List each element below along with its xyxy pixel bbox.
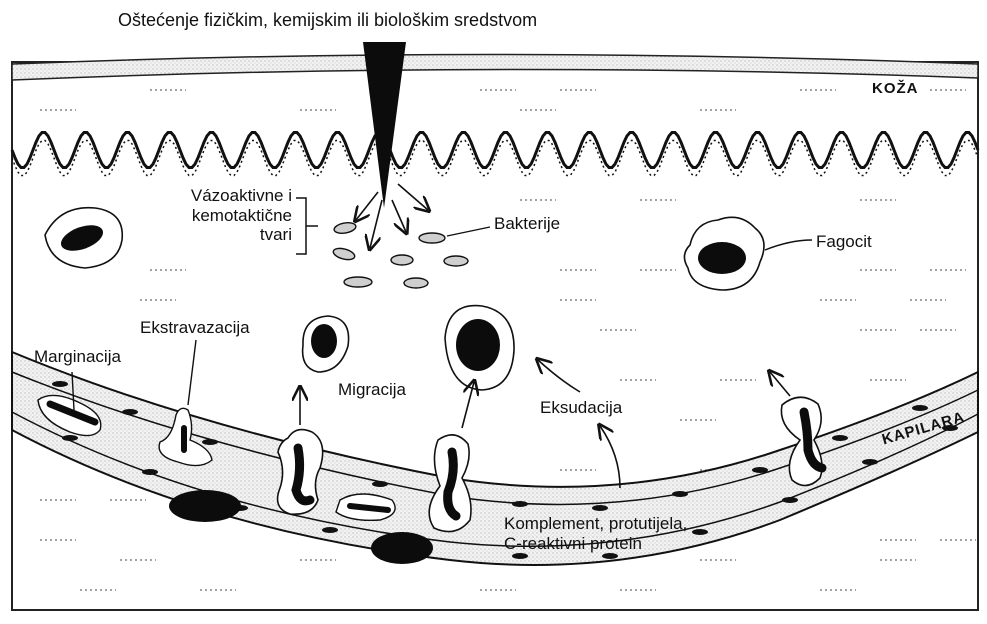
endothelial-nucleus xyxy=(832,435,848,441)
endothelial-nucleus xyxy=(322,527,338,533)
endothelial-nucleus xyxy=(202,439,218,445)
margination-label: Marginacija xyxy=(34,347,121,367)
endothelial-nucleus xyxy=(372,481,388,487)
endothelial-nucleus xyxy=(782,497,798,503)
endothelial-nucleus xyxy=(122,409,138,415)
plasma-line-1: Komplement, protutijela, xyxy=(504,514,687,534)
vasoactive-label: Vázoaktivne i kemotaktične tvari xyxy=(150,186,292,245)
migrated-cell-1-nucleus xyxy=(311,324,337,358)
endothelial-nucleus xyxy=(862,459,878,465)
endothelial-nucleus xyxy=(602,553,618,559)
endothelial-nucleus xyxy=(592,505,608,511)
endothelial-nucleus xyxy=(752,467,768,473)
migrated-cell-2-nucleus xyxy=(456,319,500,371)
endothelial-nucleus xyxy=(142,469,158,475)
exudation-label: Eksudacija xyxy=(540,398,622,418)
red-blood-cell-1 xyxy=(169,490,241,522)
lumen-leukocyte-nucleus xyxy=(350,506,388,510)
vasoactive-line-3: tvari xyxy=(150,225,292,245)
vasoactive-line-2: kemotaktične xyxy=(150,206,292,226)
endothelial-nucleus xyxy=(52,381,68,387)
plasma-proteins-label: Komplement, protutijela, C-reaktivni pro… xyxy=(504,514,687,553)
skin-label: KOŽA xyxy=(872,80,919,97)
endothelial-nucleus xyxy=(512,553,528,559)
phagocyte-nucleus xyxy=(698,242,746,274)
extravasation-label: Ekstravazacija xyxy=(140,318,250,338)
plasma-line-2: C-reaktivni protein xyxy=(504,534,687,554)
endothelial-nucleus xyxy=(62,435,78,441)
bacteria-label: Bakterije xyxy=(494,214,560,234)
migration-label: Migracija xyxy=(338,380,406,400)
endothelial-nucleus xyxy=(912,405,928,411)
endothelial-nucleus xyxy=(672,491,688,497)
diagram-title: Oštećenje fizičkim, kemijskim ili biološ… xyxy=(118,10,537,31)
endothelial-nucleus xyxy=(512,501,528,507)
vasoactive-line-1: Vázoaktivne i xyxy=(150,186,292,206)
endothelial-nucleus xyxy=(692,529,708,535)
phagocyte-label: Fagocit xyxy=(816,232,872,252)
red-blood-cell-2 xyxy=(371,532,433,564)
